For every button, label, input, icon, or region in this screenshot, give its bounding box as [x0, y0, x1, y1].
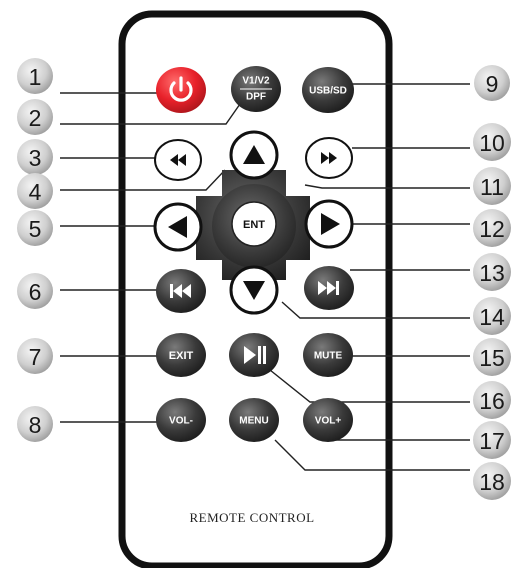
usb-sd-button[interactable]: USB/SD: [302, 67, 354, 113]
leader-lines-left: [60, 92, 241, 423]
dpf-label: DPF: [246, 92, 266, 103]
up-button[interactable]: [229, 130, 279, 180]
vol-plus-label: VOL+: [315, 416, 342, 427]
callout-16: 16: [473, 381, 511, 419]
callouts-right: 9 10 11 12 13 14 15 16 17 18: [473, 65, 511, 500]
menu-label: MENU: [239, 416, 268, 427]
svg-text:2: 2: [29, 105, 42, 131]
callout-5: 5: [17, 210, 53, 246]
svg-text:15: 15: [479, 345, 505, 371]
callout-6: 6: [17, 273, 53, 309]
callout-14: 14: [473, 297, 511, 335]
callout-1: 1: [17, 58, 53, 94]
v1v2-label: V1/V2: [242, 76, 270, 87]
enter-label: ENT: [243, 219, 265, 231]
vol-minus-label: VOL-: [169, 416, 193, 427]
svg-text:12: 12: [479, 216, 505, 242]
vol-minus-button[interactable]: VOL-: [156, 398, 206, 442]
callout-18: 18: [473, 462, 511, 500]
svg-text:3: 3: [29, 145, 42, 171]
callout-17: 17: [473, 421, 511, 459]
svg-text:5: 5: [29, 216, 42, 242]
menu-button[interactable]: MENU: [229, 398, 279, 442]
svg-text:4: 4: [29, 179, 42, 205]
callout-2: 2: [17, 99, 53, 135]
callout-10: 10: [473, 123, 511, 161]
rewind-icon: [170, 154, 186, 166]
power-button[interactable]: [156, 67, 206, 113]
power-icon: [169, 76, 193, 102]
callout-15: 15: [473, 338, 511, 376]
svg-text:8: 8: [29, 412, 42, 438]
right-button[interactable]: [304, 199, 354, 249]
exit-button[interactable]: EXIT: [156, 333, 206, 377]
down-button[interactable]: [229, 265, 279, 315]
svg-text:6: 6: [29, 279, 42, 305]
svg-text:11: 11: [480, 174, 504, 200]
callout-12: 12: [473, 209, 511, 247]
exit-label: EXIT: [169, 350, 194, 362]
play-pause-icon: [244, 346, 266, 364]
callout-7: 7: [17, 338, 53, 374]
svg-text:7: 7: [29, 344, 42, 370]
enter-button[interactable]: ENT: [231, 201, 277, 247]
callout-9: 9: [474, 65, 510, 101]
svg-text:18: 18: [479, 469, 505, 495]
callout-11: 11: [473, 167, 511, 205]
callout-4: 4: [17, 173, 53, 209]
svg-text:16: 16: [479, 388, 505, 414]
rewind-button[interactable]: [154, 139, 202, 181]
svg-text:9: 9: [486, 71, 499, 97]
svg-text:1: 1: [29, 64, 42, 90]
v1v2-dpf-button[interactable]: V1/V2 DPF: [231, 66, 281, 112]
mute-label: MUTE: [314, 351, 343, 362]
svg-text:13: 13: [479, 260, 505, 286]
svg-text:17: 17: [479, 428, 505, 454]
callout-3: 3: [17, 139, 53, 175]
vol-plus-button[interactable]: VOL+: [303, 398, 353, 442]
leader-lines-right: [269, 83, 470, 471]
callouts-left: 1 2 3 4 5 6 7 8: [17, 58, 53, 442]
skip-next-icon: [318, 281, 339, 295]
callout-13: 13: [473, 253, 511, 291]
play-pause-button[interactable]: [229, 333, 279, 377]
triangle-down-icon: [243, 281, 265, 300]
previous-button[interactable]: [156, 269, 206, 313]
usb-sd-label: USB/SD: [309, 86, 347, 97]
next-button[interactable]: [304, 266, 354, 310]
triangle-right-icon: [321, 213, 340, 235]
triangle-left-icon: [168, 216, 187, 238]
mute-button[interactable]: MUTE: [303, 333, 353, 377]
remote-control-label: REMOTE CONTROL: [189, 510, 314, 525]
callout-8: 8: [17, 406, 53, 442]
left-button[interactable]: [153, 202, 203, 252]
svg-text:14: 14: [479, 304, 505, 330]
skip-previous-icon: [170, 284, 191, 298]
triangle-up-icon: [243, 145, 265, 164]
fast-forward-button[interactable]: [305, 137, 353, 179]
svg-text:10: 10: [479, 130, 505, 156]
fast-forward-icon: [321, 152, 337, 164]
